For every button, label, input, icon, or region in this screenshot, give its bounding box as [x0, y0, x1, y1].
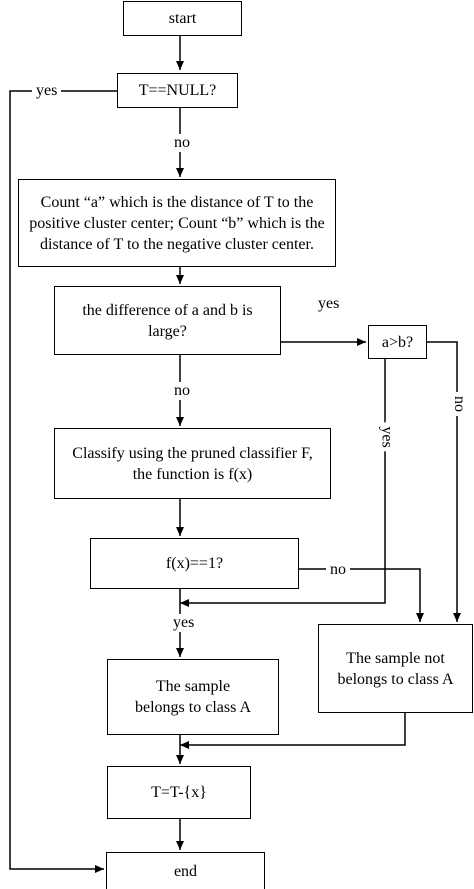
- edge-compare-no: [426, 341, 461, 622]
- compute-distances-node: Count “a” which is the distance of T to …: [18, 179, 336, 267]
- edge-null-yes: [9, 90, 117, 873]
- not-class-a-node: The sample not belongs to class A: [318, 624, 473, 713]
- start-node: start: [123, 1, 242, 36]
- classify-node: Classify using the pruned classifier F, …: [54, 428, 331, 499]
- difference-check-node: the difference of a and b is large?: [54, 286, 281, 355]
- compare-no-label: no: [450, 392, 468, 416]
- edge-not-class-a-merge: [180, 712, 406, 749]
- end-node: end: [106, 852, 265, 889]
- compare-yes-label: yes: [377, 422, 396, 452]
- fx-yes-label: yes: [169, 614, 199, 632]
- remove-node: T=T-{x}: [107, 766, 251, 819]
- edge-fx-no: [298, 568, 424, 622]
- compare-node: a>b?: [368, 325, 427, 359]
- null-no-label: no: [170, 134, 194, 152]
- null-yes-label: yes: [32, 82, 62, 100]
- class-a-node: The sample belongs to class A: [107, 659, 279, 735]
- null-check-node: T==NULL?: [117, 73, 238, 108]
- fx-check-node: f(x)==1?: [90, 538, 299, 589]
- fx-no-label: no: [326, 561, 350, 579]
- diff-no-label: no: [170, 382, 194, 400]
- diff-yes-label: yes: [314, 295, 344, 313]
